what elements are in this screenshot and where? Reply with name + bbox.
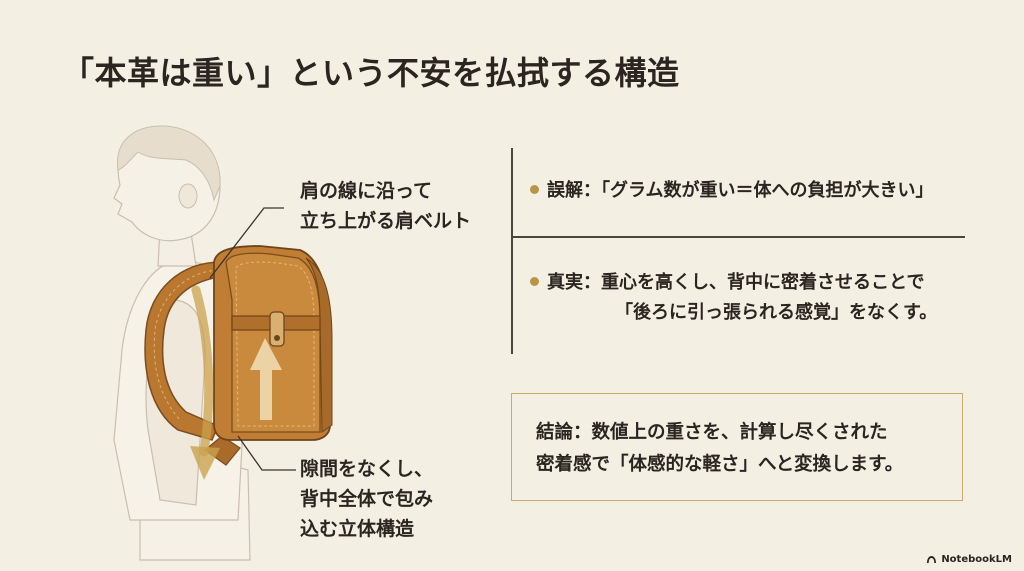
back-callout: 隙間をなくし、 背中全体で包み 込む立体構造: [300, 454, 433, 544]
shoulder-belt: [144, 261, 241, 466]
brand-watermark: NotebookLM: [926, 554, 1012, 565]
shoulder-callout: 肩の線に沿って 立ち上がる肩ベルト: [300, 176, 471, 236]
back-callout-line1: 隙間をなくし、: [300, 458, 434, 480]
child-with-backpack-illustration: [113, 125, 333, 561]
conclusion-line1: 結論：数値上の重さを、計算し尽くされた: [536, 422, 888, 443]
bullet-icon: [530, 276, 539, 286]
misconception-text: 誤解：「グラム数が重い＝体への負担が大きい」: [547, 180, 934, 201]
shoulder-callout-line: [209, 207, 284, 279]
conclusion-line2: 密着感で「体感的な軽さ」へと変換します。: [536, 454, 904, 475]
truth-text-line1: 真実：重心を高くし、背中に密着させることで: [547, 272, 925, 293]
back-callout-line3: 込む立体構造: [300, 518, 415, 540]
truth-point: 真実：重心を高くし、背中に密着させることで 「後ろに引っ張られる感覚」をなくす。: [530, 268, 937, 328]
misconception-point: 誤解：「グラム数が重い＝体への負担が大きい」: [530, 176, 933, 206]
brand-name: NotebookLM: [941, 554, 1012, 565]
pressure-arrow: [190, 285, 220, 480]
section-divider-vertical: [511, 148, 513, 354]
shoulder-callout-line1: 肩の線に沿って: [300, 180, 433, 202]
shoulder-callout-line2: 立ち上がる肩ベルト: [300, 210, 472, 232]
randoseru-backpack: [213, 245, 333, 441]
truth-text-line2: 「後ろに引っ張られる感覚」をなくす。: [615, 302, 938, 323]
back-callout-line2: 背中全体で包み: [300, 488, 434, 510]
section-divider-horizontal: [511, 236, 965, 238]
page-title: 「本革は重い」という不安を払拭する構造: [62, 54, 680, 92]
notebooklm-logo-icon: [927, 556, 937, 563]
back-callout-line: [237, 435, 296, 471]
bullet-icon: [530, 184, 539, 194]
conclusion-box: 結論：数値上の重さを、計算し尽くされた 密着感で「体感的な軽さ」へと変換します。: [511, 393, 963, 501]
